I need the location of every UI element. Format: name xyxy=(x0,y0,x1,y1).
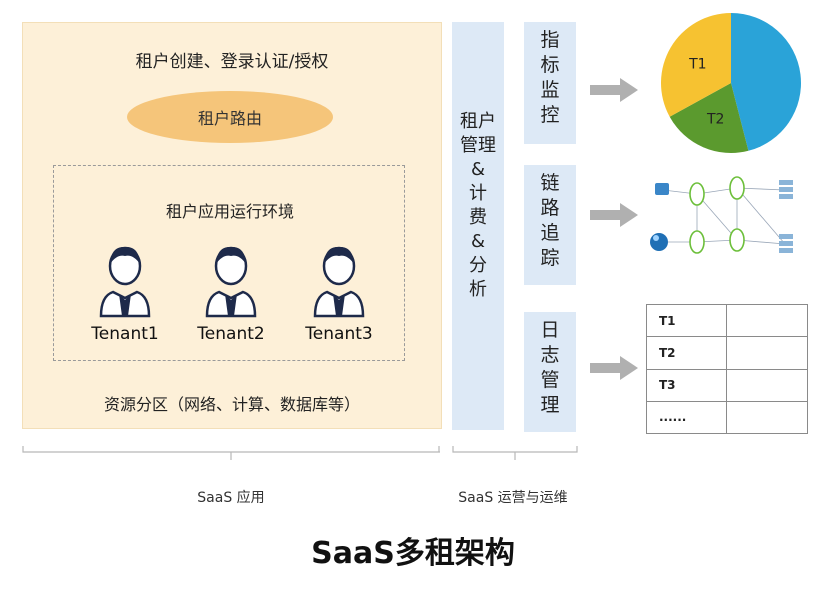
right-arrow-icon xyxy=(590,203,638,227)
tenant-management-column: 租户 管理 & 计 费 & 分 析 xyxy=(452,22,504,430)
runtime-label: 租户应用运行环境 xyxy=(165,202,294,221)
pie-slice xyxy=(669,83,749,154)
table-cell xyxy=(726,336,808,370)
metrics-monitoring-box: 指 标 监 控 xyxy=(524,22,576,144)
metrics-monitoring-label: 指 标 监 控 xyxy=(540,29,560,126)
table-cell xyxy=(726,303,808,338)
saas-application-panel: 租户创建、登录认证/授权 租户路由 租户应用运行环境 Tenant1 Tenan… xyxy=(22,22,442,429)
tenant-3: Tenant3 xyxy=(294,238,384,368)
tenant-auth-label: 租户创建、登录认证/授权 xyxy=(135,52,329,72)
table-row: T2 xyxy=(646,336,808,370)
trace-topology-icon xyxy=(650,176,793,254)
right-arrow-icon xyxy=(590,78,638,102)
pie-slice xyxy=(661,13,731,117)
table-cell: ...... xyxy=(646,400,727,435)
tenant-label: Tenant2 xyxy=(197,324,265,344)
table-row: ...... xyxy=(646,400,808,435)
pie-slice-label: T1 xyxy=(688,56,706,72)
log-management-box: 日 志 管 理 xyxy=(524,312,576,432)
businessman-icon xyxy=(205,246,257,318)
tenant-router-oval: 租户路由 xyxy=(127,91,333,143)
tenant-label: Tenant3 xyxy=(305,324,373,344)
table-cell: T2 xyxy=(646,336,727,370)
businessman-icon xyxy=(99,246,151,318)
tenant-2: Tenant2 xyxy=(186,238,276,368)
trace-tracking-label: 链 路 追 踪 xyxy=(540,172,560,269)
table-cell xyxy=(726,400,808,435)
tenant-runtime-box: 租户应用运行环境 Tenant1 Tenant2 xyxy=(53,165,405,361)
saas-app-bracket xyxy=(22,446,440,460)
table-row: T3 xyxy=(646,368,808,402)
log-management-label: 日 志 管 理 xyxy=(540,319,560,416)
pie-slice-label: T2 xyxy=(706,111,724,127)
resource-partition-label: 资源分区（网络、计算、数据库等） xyxy=(103,395,360,414)
businessman-icon xyxy=(313,246,365,318)
tenant-label: Tenant1 xyxy=(91,324,159,344)
table-cell xyxy=(726,368,808,402)
saas-app-caption: SaaS 应用 xyxy=(197,490,265,506)
table-row: T1 xyxy=(646,303,808,338)
table-cell: T1 xyxy=(646,303,727,338)
saas-ops-bracket xyxy=(452,446,578,460)
log-table: T1 T2 T3 ...... xyxy=(646,303,808,435)
saas-ops-caption: SaaS 运营与运维 xyxy=(458,490,568,506)
diagram-title: SaaS多租架构 xyxy=(311,536,515,571)
tenant-management-label: 租户 管理 & 计 费 & 分 析 xyxy=(460,111,496,300)
tenant-1: Tenant1 xyxy=(80,238,170,368)
pie-chart: T2 T1 xyxy=(661,13,802,154)
table-cell: T3 xyxy=(646,368,727,402)
trace-tracking-box: 链 路 追 踪 xyxy=(524,165,576,285)
pie-slice xyxy=(731,13,802,151)
right-arrow-icon xyxy=(590,356,638,380)
